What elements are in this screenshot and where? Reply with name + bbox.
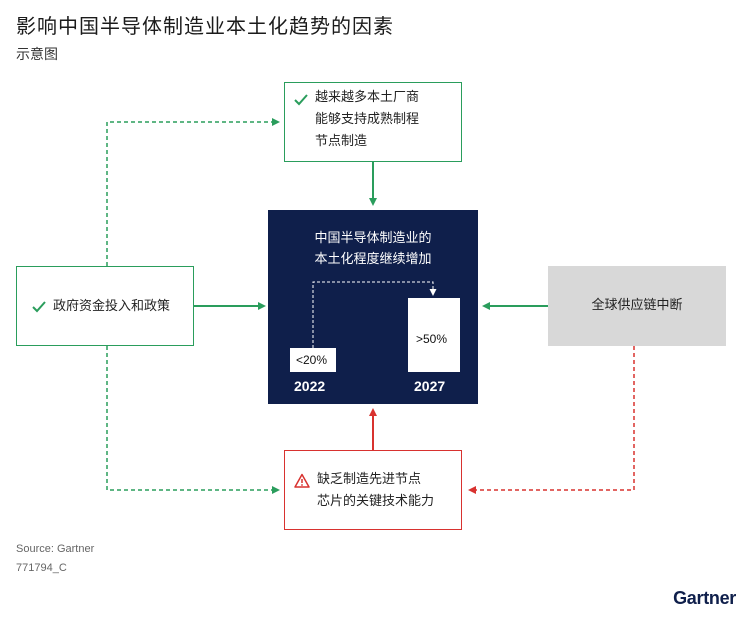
page-subtitle: 示意图 [16,47,58,63]
dashed-left-to-bottom [106,346,280,494]
center-line-2: 本土化程度继续增加 [314,252,432,267]
check-icon [32,301,46,313]
bar-2027: >50% [408,298,460,372]
bottom-box-line-2: 芯片的关键技术能力 [317,494,435,509]
growth-arrow [312,281,437,348]
bottom-factor-box: 缺乏制造先进节点 芯片的关键技术能力 [284,450,462,530]
year-2022: 2022 [294,378,326,394]
dashed-right-to-bottom [468,346,635,494]
page-title: 影响中国半导体制造业本土化趋势的因素 [16,14,394,38]
top-factor-box: 越来越多本土厂商 能够支持成熟制程 节点制造 [284,82,462,162]
right-box-text: 全球供应链中断 [591,298,683,313]
center-line-1: 中国半导体制造业的 [314,231,432,246]
document-id: 771794_C [16,562,67,574]
source-note: Source: Gartner [16,543,95,555]
top-box-line-2: 能够支持成熟制程 [315,112,420,127]
center-outcome-box: 中国半导体制造业的 本土化程度继续增加 <20% 2022 >50% 2027 [268,210,478,404]
value-2022: <20% [296,353,328,367]
top-box-line-3: 节点制造 [315,134,368,149]
top-box-line-1: 越来越多本土厂商 [315,90,420,105]
dashed-left-to-top [106,118,280,266]
warning-icon [294,473,310,488]
value-2027: >50% [416,332,448,346]
left-box-text: 政府资金投入和政策 [53,299,171,314]
year-2027: 2027 [414,378,446,394]
left-factor-box: 政府资金投入和政策 [16,266,194,346]
right-factor-box: 全球供应链中断 [548,266,726,346]
check-icon [294,94,308,106]
gartner-logo: Gartner [673,588,736,608]
bottom-box-line-1: 缺乏制造先进节点 [317,472,422,487]
bar-2022: <20% [290,348,336,372]
